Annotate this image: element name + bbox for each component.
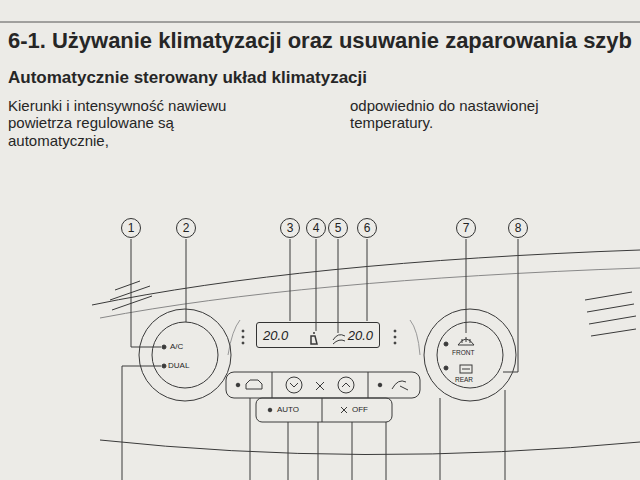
callout-number: 2 [176, 218, 196, 238]
callout-number: 6 [357, 218, 377, 238]
line-art [394, 336, 396, 338]
callout-number-text: 2 [183, 221, 190, 235]
led [162, 345, 166, 349]
knob-ring [139, 309, 231, 401]
leader-line [352, 422, 353, 480]
body-text: Kierunki i intensywność nawiewu powietrz… [8, 97, 270, 149]
callout-number-text: 8 [515, 221, 522, 235]
callout-number-text: 6 [364, 221, 371, 235]
leader-line [503, 239, 518, 372]
leader-line [505, 390, 506, 480]
line-art [394, 342, 396, 344]
leader-line [466, 239, 467, 333]
seat-icon [311, 333, 317, 344]
fan-icon [316, 382, 324, 390]
dashboard-edge [92, 250, 640, 305]
line-art [322, 398, 323, 422]
callout-number: 5 [328, 218, 348, 238]
line-art [242, 336, 244, 338]
callout-number: 1 [121, 218, 141, 238]
line-art [0, 22, 640, 480]
knob-ring [424, 309, 516, 401]
callout-number-text: 3 [287, 221, 294, 235]
recirc-icon [246, 380, 262, 389]
leader-line [440, 398, 441, 480]
callout-number-text: 4 [313, 221, 320, 235]
button-label: AUTO [277, 405, 299, 414]
line-art [342, 383, 350, 387]
callout-number: 4 [306, 218, 326, 238]
line-art [394, 330, 396, 332]
temperature-display: 20.0 20.0 [256, 322, 380, 348]
led [444, 366, 448, 370]
callout-number-text: 5 [335, 221, 342, 235]
leader-line [122, 366, 161, 480]
dashboard-edge [100, 440, 640, 455]
vent-mode-icon [392, 381, 408, 390]
body-text: odpowiednio do nastawionej temperatury. [350, 97, 565, 132]
callout-number-text: 1 [128, 221, 135, 235]
fan-icon [341, 407, 347, 413]
button-bar [226, 372, 420, 398]
button-label: A/C [170, 342, 183, 351]
up-button [338, 377, 354, 393]
button-label: FRONT [452, 349, 474, 356]
leader-line [131, 239, 161, 347]
knob-button [437, 322, 503, 388]
callout-number: 8 [508, 218, 528, 238]
led [268, 408, 272, 412]
callout-number: 7 [456, 218, 476, 238]
button-label: DUAL [168, 361, 189, 370]
down-button [286, 377, 302, 393]
line-art [242, 342, 244, 344]
rear-defrost-icon [460, 365, 472, 373]
led [162, 364, 166, 368]
button-label: REAR [455, 376, 473, 383]
callout-number-text: 7 [463, 221, 470, 235]
temperature-value: 20.0 [263, 328, 288, 343]
led [236, 383, 240, 387]
leader-line [367, 239, 368, 321]
leader-line [288, 422, 289, 480]
rear-defrost-icon [462, 369, 470, 370]
leader-line [290, 239, 291, 321]
callout-number: 3 [280, 218, 300, 238]
line-art [368, 372, 369, 398]
vent-slats [585, 292, 636, 336]
section-title: 6-1. Używanie klimatyzacji oraz usuwanie… [8, 28, 632, 53]
led [444, 342, 448, 346]
leader-line [338, 239, 339, 333]
leader-line [386, 422, 387, 480]
temperature-value: 20.0 [348, 328, 373, 343]
leader-line [316, 239, 317, 331]
line-art [272, 372, 273, 398]
bezel [228, 320, 420, 355]
header-rule [0, 22, 640, 23]
button-bar [256, 398, 392, 422]
knob-button [152, 322, 218, 388]
leader-line [318, 422, 319, 480]
line-art [242, 330, 244, 332]
defrost-icon [458, 337, 474, 345]
line-art [290, 383, 298, 387]
airflow-icon [333, 335, 345, 344]
led [378, 383, 382, 387]
subheading: Automatycznie sterowany układ klimatyzac… [8, 68, 367, 88]
leader-line [250, 398, 251, 480]
leader-line [186, 239, 187, 322]
button-label: OFF [352, 405, 368, 414]
dashboard-edge [100, 268, 640, 318]
